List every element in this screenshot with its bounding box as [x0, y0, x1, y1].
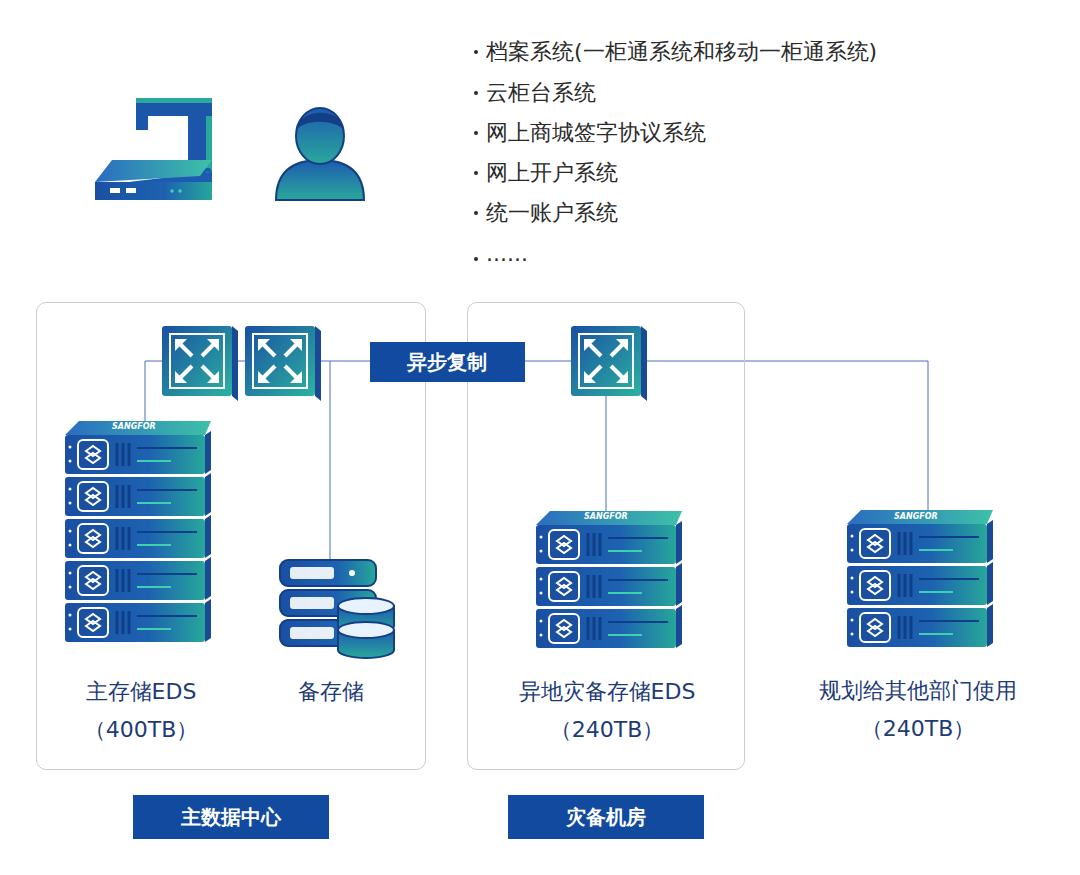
storage-text-wrap: 异地灾备存储EDS（240TB） [487, 511, 727, 749]
scanner-icon [95, 98, 212, 200]
storage-capacity: （400TB） [51, 711, 231, 749]
storage-node: 备存储 [271, 556, 391, 711]
storage-name: 规划给其他部门使用 [798, 672, 1038, 710]
storage-name: 异地灾备存储EDS [487, 673, 727, 711]
storage-text-wrap: 规划给其他部门使用（240TB） [798, 510, 1038, 748]
site-title-band: 主数据中心 [133, 795, 329, 839]
storage-name: 备存储 [271, 673, 391, 711]
storage-capacity: （240TB） [487, 711, 727, 749]
system-item: 统一账户系统 [486, 199, 618, 227]
system-item: 云柜台系统 [486, 79, 596, 107]
backup-storage-icon [276, 556, 406, 666]
replication-label: 异步复制 [370, 342, 525, 382]
brand-text: SANGFOR [112, 422, 156, 432]
server-stack [847, 510, 993, 654]
site-title-band: 灾备机房 [508, 795, 704, 839]
storage-node: 异地灾备存储EDS（240TB） [487, 511, 727, 749]
system-item: 网上开户系统 [486, 159, 618, 187]
brand-text: SANGFOR [584, 512, 628, 522]
switch-icons [162, 326, 647, 401]
brand-text: SANGFOR [894, 512, 938, 522]
storage-capacity: （240TB） [798, 710, 1038, 748]
storage-text-wrap: 主存储EDS（400TB） [51, 421, 231, 749]
system-item: 档案系统(一柜通系统和移动一柜通系统) [486, 38, 877, 66]
site-region: 主数据中心主存储EDS（400TB）备存储 [36, 302, 426, 770]
storage-text-wrap: 备存储 [271, 556, 391, 711]
storage-node: 规划给其他部门使用（240TB） [798, 510, 1038, 748]
server-stack [65, 421, 211, 649]
server-stack [536, 511, 682, 655]
storage-node: 主存储EDS（400TB） [51, 421, 231, 749]
bullet-dots [474, 50, 478, 261]
system-item: ...... [486, 240, 528, 268]
system-item: 网上商城签字协议系统 [486, 119, 706, 147]
person-icon [276, 108, 364, 200]
storage-name: 主存储EDS [51, 673, 231, 711]
